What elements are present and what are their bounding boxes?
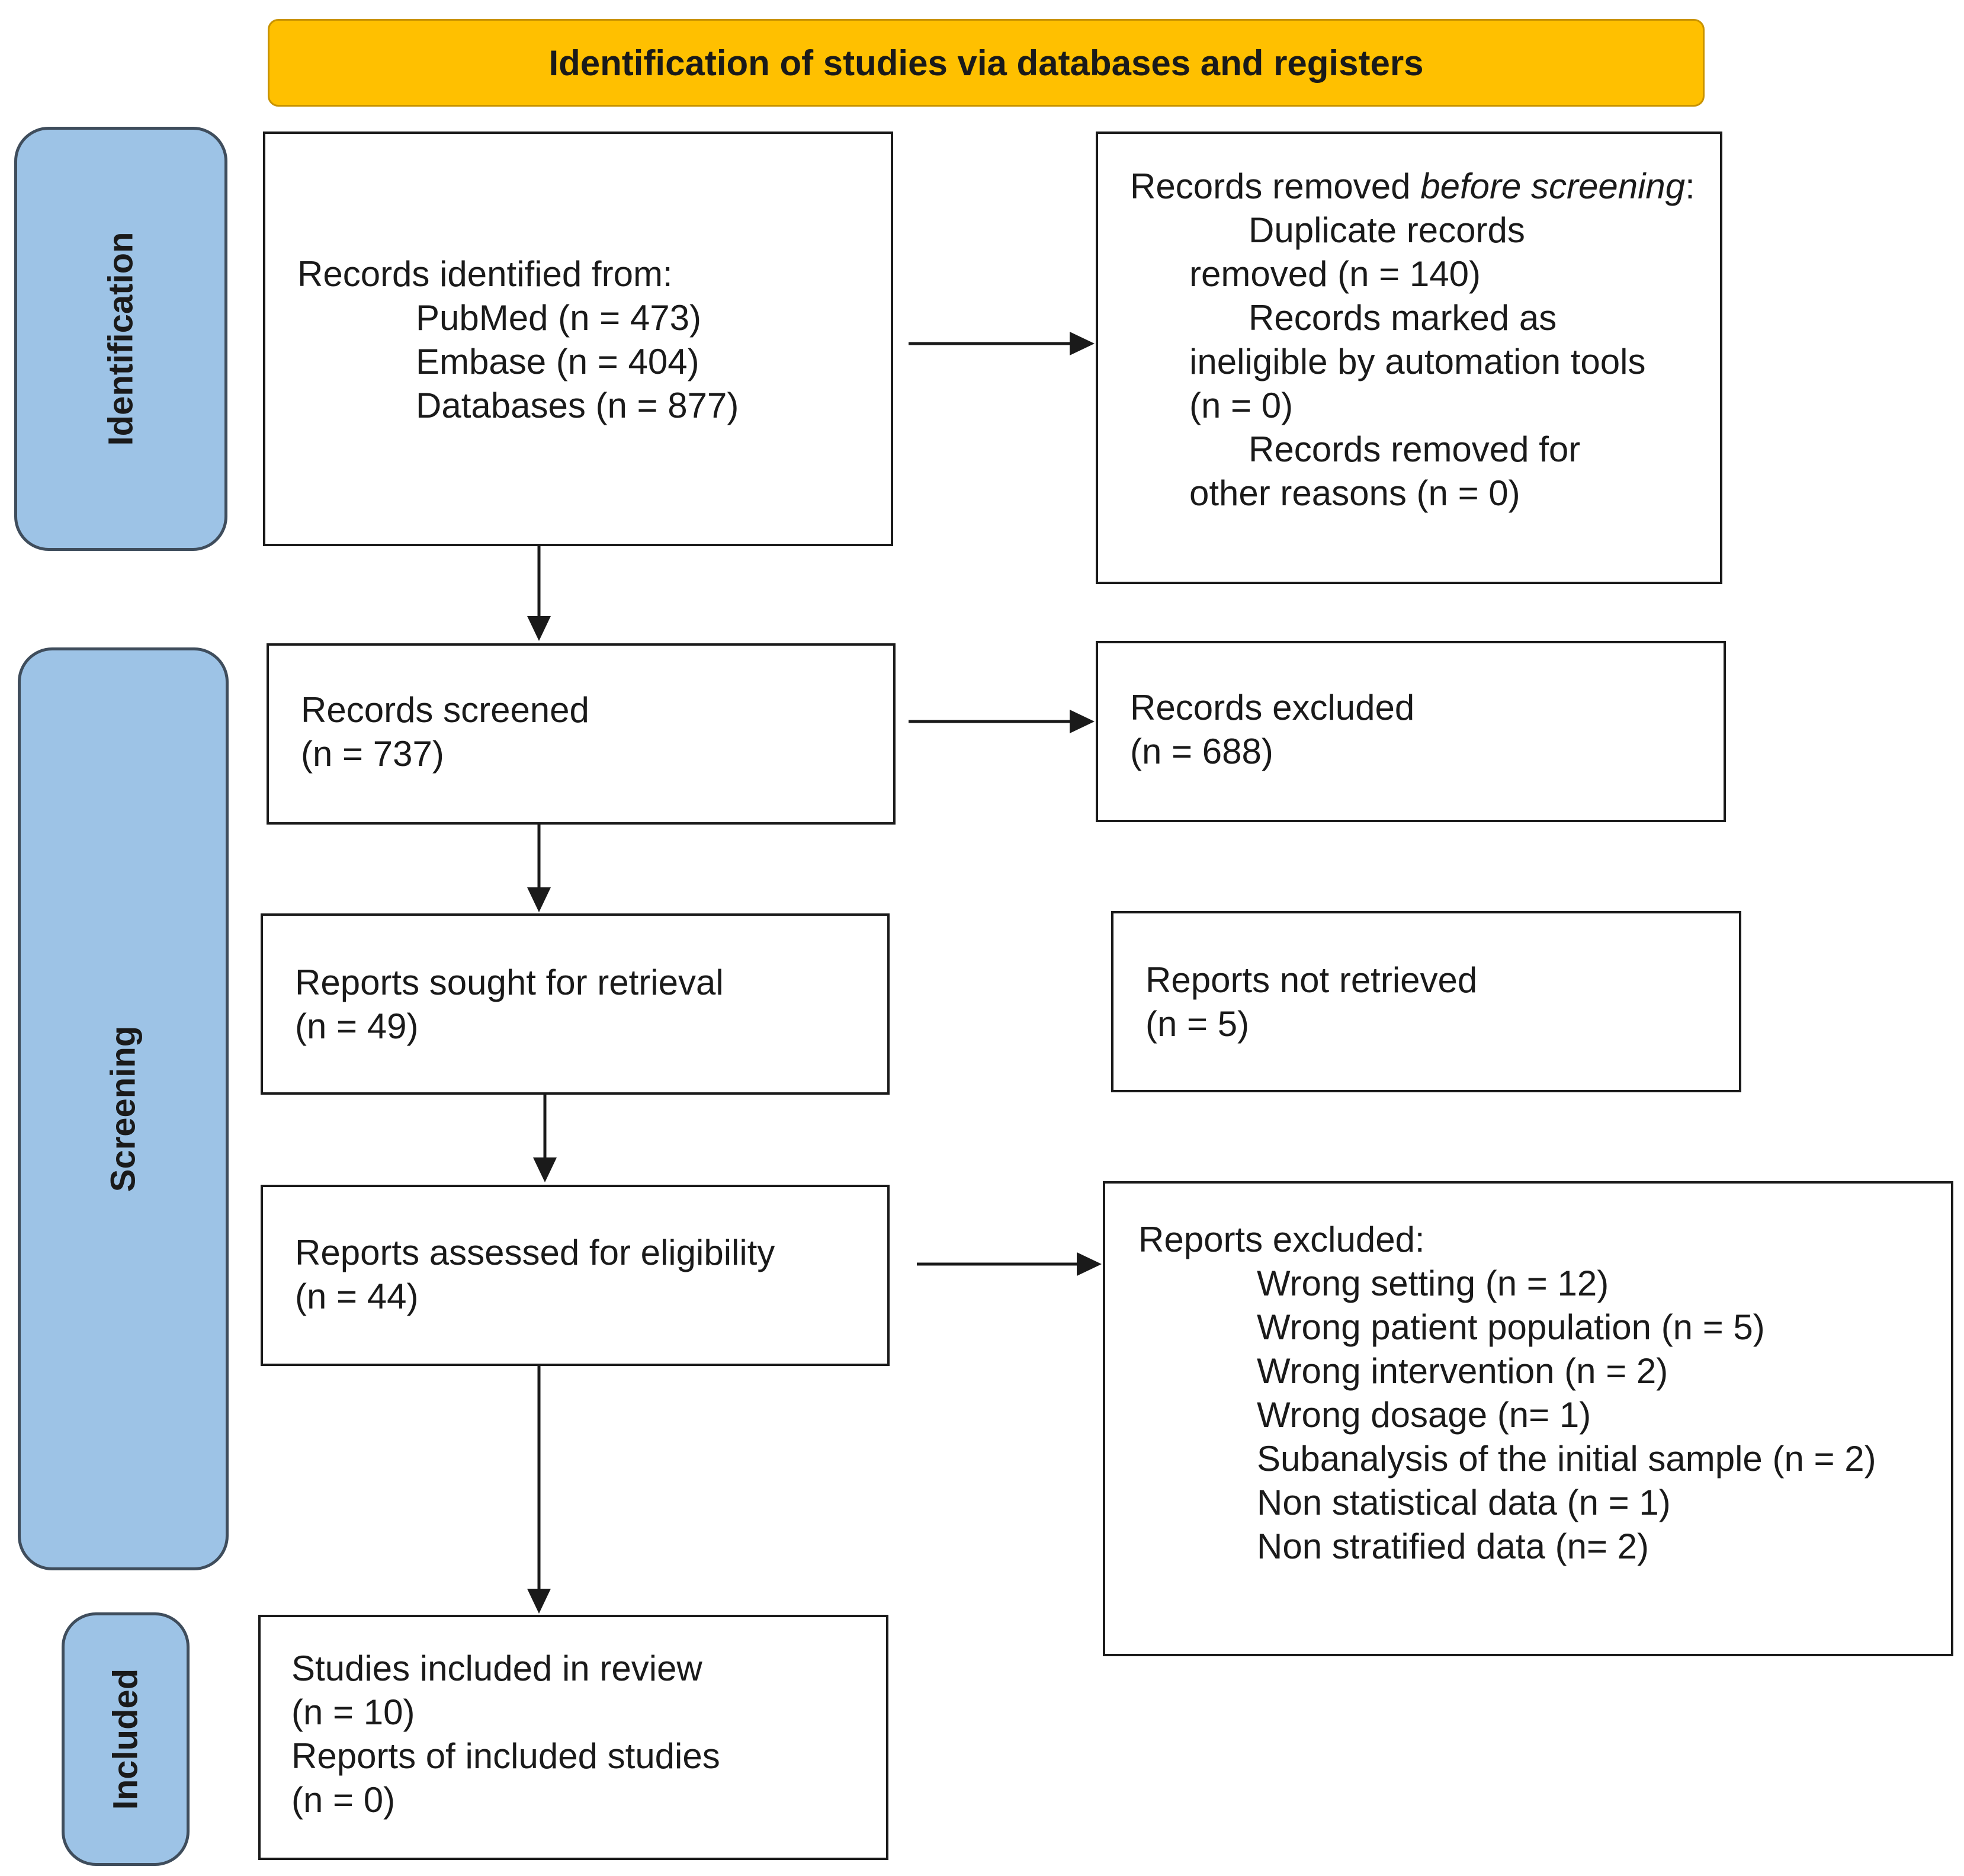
studies-included-count: (n = 10) <box>291 1692 415 1732</box>
studies-included-box: Studies included in review (n = 10) Repo… <box>258 1615 888 1860</box>
records-identified-box: Records identified from: PubMed (n = 473… <box>263 132 893 546</box>
arrowhead <box>1070 332 1095 355</box>
records-screened-box: Records screened (n = 737) <box>267 643 896 825</box>
reason-item: Non stratified data (n= 2) <box>1257 1527 1649 1566</box>
reason-item: Subanalysis of the initial sample (n = 2… <box>1257 1439 1876 1479</box>
records-screened-label: Records screened <box>301 690 589 730</box>
records-excluded-box: Records excluded (n = 688) <box>1096 641 1726 822</box>
automation-line3: (n = 0) <box>1189 386 1294 425</box>
phase-included: Included <box>62 1612 190 1866</box>
duplicate-records-line2: removed (n = 140) <box>1189 254 1481 294</box>
arrowhead <box>1077 1252 1102 1276</box>
reason-item: Wrong setting (n = 12) <box>1257 1264 1609 1303</box>
phase-screening: Screening <box>18 647 229 1570</box>
reports-assessed-count: (n = 44) <box>295 1277 419 1316</box>
arrowhead <box>527 616 551 641</box>
records-screened-count: (n = 737) <box>301 734 444 774</box>
arrowhead <box>527 1589 551 1614</box>
reports-included-count: (n = 0) <box>291 1780 396 1820</box>
reason-item: Wrong patient population (n = 5) <box>1257 1307 1765 1347</box>
reports-assessed-label: Reports assessed for eligibility <box>295 1233 775 1272</box>
arrowhead <box>527 887 551 912</box>
arrowhead <box>533 1157 557 1182</box>
phase-identification: Identification <box>14 127 227 551</box>
reason-item: Non statistical data (n = 1) <box>1257 1483 1671 1522</box>
records-identified-heading: Records identified from: <box>297 254 673 294</box>
reason-item: Wrong dosage (n= 1) <box>1257 1395 1591 1435</box>
other-reasons-line2: other reasons (n = 0) <box>1189 473 1520 513</box>
automation-line1: Records marked as <box>1249 298 1557 338</box>
reports-not-retrieved-label: Reports not retrieved <box>1145 960 1478 1000</box>
reason-item: Wrong intervention (n = 2) <box>1257 1351 1668 1391</box>
records-removed-box: Records removed before screening: Duplic… <box>1096 132 1722 584</box>
pubmed-count: PubMed (n = 473) <box>416 298 701 338</box>
reports-not-retrieved-box: Reports not retrieved (n = 5) <box>1111 911 1741 1092</box>
duplicate-records-line1: Duplicate records <box>1249 210 1525 250</box>
header-title: Identification of studies via databases … <box>548 43 1424 83</box>
records-removed-heading: Records removed before screening: <box>1130 166 1695 206</box>
reports-included-label: Reports of included studies <box>291 1736 720 1776</box>
databases-count: Databases (n = 877) <box>416 386 739 425</box>
reports-assessed-box: Reports assessed for eligibility (n = 44… <box>261 1185 890 1366</box>
header-banner: Identification of studies via databases … <box>268 19 1705 107</box>
reports-sought-box: Reports sought for retrieval (n = 49) <box>261 913 890 1095</box>
records-excluded-label: Records excluded <box>1130 688 1415 727</box>
studies-included-label: Studies included in review <box>291 1649 702 1688</box>
automation-line2: ineligible by automation tools <box>1189 342 1646 381</box>
embase-count: Embase (n = 404) <box>416 342 699 381</box>
arrowhead <box>1070 710 1095 733</box>
records-excluded-count: (n = 688) <box>1130 732 1273 771</box>
reports-sought-label: Reports sought for retrieval <box>295 963 724 1002</box>
reports-excluded-heading: Reports excluded: <box>1138 1220 1425 1259</box>
other-reasons-line1: Records removed for <box>1249 429 1581 469</box>
reports-excluded-box: Reports excluded: Wrong setting (n = 12)… <box>1103 1181 1953 1656</box>
reports-sought-count: (n = 49) <box>295 1006 419 1046</box>
reports-not-retrieved-count: (n = 5) <box>1145 1004 1250 1044</box>
